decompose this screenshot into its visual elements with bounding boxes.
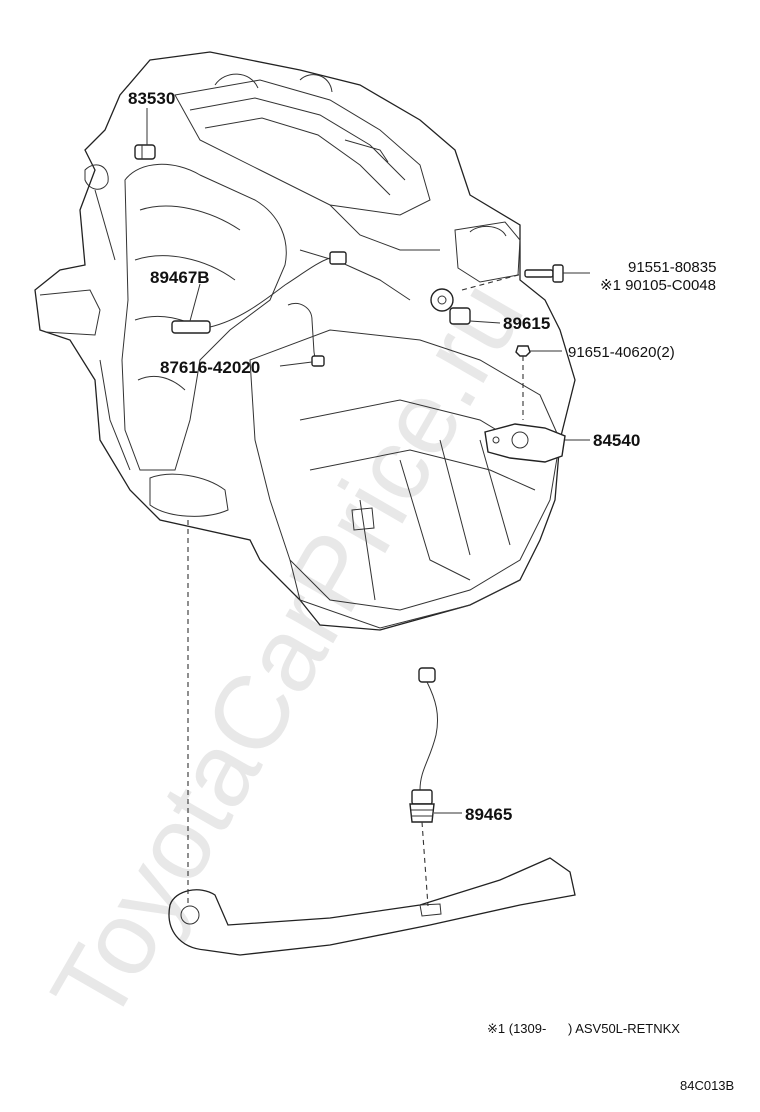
oxygen-sensor — [409, 667, 439, 907]
callout-91651-40620: 91651-40620(2) — [568, 344, 675, 361]
watermark-text: ToyotaCarPrice.ru — [29, 263, 546, 1042]
callout-89465: 89465 — [465, 805, 512, 824]
diagram-code: 84C013B — [680, 1078, 734, 1093]
knock-sensor — [430, 273, 523, 325]
leader-lines — [146, 108, 590, 814]
footnote: ※1 (1309- ) ASV50L-RETNKX — [487, 1021, 680, 1036]
switch-bolt — [515, 345, 531, 420]
callout-84540: 84540 — [593, 431, 640, 450]
exhaust-pipe — [168, 520, 576, 956]
air-fuel-ratio-sensor — [171, 251, 347, 334]
callout-87616-42020: 87616-42020 — [160, 358, 260, 377]
knock-sensor-bolt — [524, 264, 564, 283]
callout-91551-80835: 91551-80835 — [628, 259, 716, 276]
callout-90105-c0048: ※1 90105-C0048 — [600, 277, 716, 294]
neutral-start-switch — [484, 423, 566, 463]
oil-pressure-switch — [134, 144, 156, 160]
sensor-bracket — [287, 303, 325, 367]
callout-89467b: 89467B — [150, 268, 210, 287]
callout-83530: 83530 — [128, 89, 175, 108]
callout-89615: 89615 — [503, 314, 550, 333]
